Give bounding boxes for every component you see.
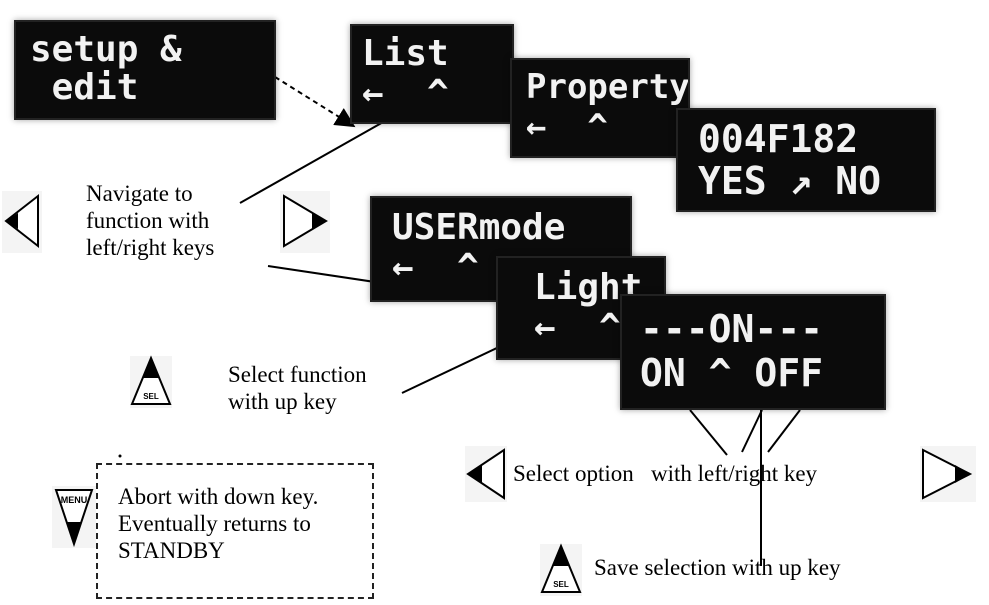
- lcd-line-2: ← ^: [526, 107, 608, 147]
- sel-up-key-icon: SEL: [130, 355, 172, 408]
- abort-caption-line-2: Eventually returns to: [118, 511, 311, 536]
- lcd-list: List ← ^: [352, 26, 512, 122]
- option-pointer-line-on: [689, 409, 728, 456]
- lcd-setup-edit: setup & edit: [16, 22, 274, 118]
- lcd-line-2: edit: [30, 67, 139, 108]
- select-function-caption: Select function with up key: [228, 361, 367, 415]
- save-selection-caption: Save selection with up key: [594, 555, 841, 580]
- abort-box: [96, 463, 374, 599]
- abort-caption-line-1: Abort with down key.: [118, 484, 319, 509]
- abort-caption-line-3: STANDBY: [118, 538, 225, 563]
- lcd-code: 004F182 YES ↗ NO: [678, 110, 934, 210]
- select-function-caption-line-2: with up key: [228, 389, 337, 414]
- navigate-caption-line-2: function with: [86, 208, 210, 233]
- option-pointer-line-off: [767, 409, 801, 453]
- svg-text:SEL: SEL: [143, 392, 159, 401]
- option-pointer-line-caret: [741, 409, 763, 453]
- select-option-caption: Select option with left/right key: [513, 461, 818, 486]
- menu-down-key-icon: MENU: [52, 486, 96, 548]
- right-key-icon: [280, 191, 330, 253]
- option-left-key-icon: [465, 446, 507, 502]
- lcd-property: Property ← ^: [512, 60, 688, 156]
- setup-to-list-arrow: [274, 76, 356, 128]
- lcd-line-2: ← ^: [392, 247, 479, 288]
- navigate-caption-line-3: left/right keys: [86, 235, 215, 260]
- navigate-pointer-line-list: [239, 107, 409, 204]
- select-function-caption-line-1: Select function: [228, 362, 367, 387]
- lcd-line-1: ---ON---: [640, 307, 824, 351]
- dot-mark: [118, 454, 122, 458]
- lcd-line-2: YES ↗ NO: [698, 159, 882, 203]
- svg-text:MENU: MENU: [61, 495, 88, 505]
- left-key-icon: [2, 191, 42, 253]
- lcd-line-2: ← ^: [362, 73, 449, 114]
- lcd-line-1: setup &: [30, 29, 182, 70]
- lcd-line-2: ON ^ OFF: [640, 351, 824, 395]
- option-right-key-icon: [920, 446, 976, 502]
- lcd-line-1: List: [362, 33, 449, 74]
- lcd-line-1: Property: [526, 67, 688, 107]
- lcd-line-1: USERmode: [392, 207, 566, 248]
- lcd-line-1: 004F182: [698, 117, 859, 161]
- lcd-on-off: ---ON--- ON ^ OFF: [622, 296, 884, 408]
- svg-text:SEL: SEL: [553, 580, 569, 589]
- save-sel-up-key-icon: SEL: [540, 543, 582, 596]
- navigate-caption: Navigate to function with left/right key…: [86, 180, 214, 261]
- abort-caption: Abort with down key. Eventually returns …: [118, 483, 318, 564]
- navigate-caption-line-1: Navigate to: [86, 181, 193, 206]
- lcd-line-2: ← ^: [534, 307, 621, 348]
